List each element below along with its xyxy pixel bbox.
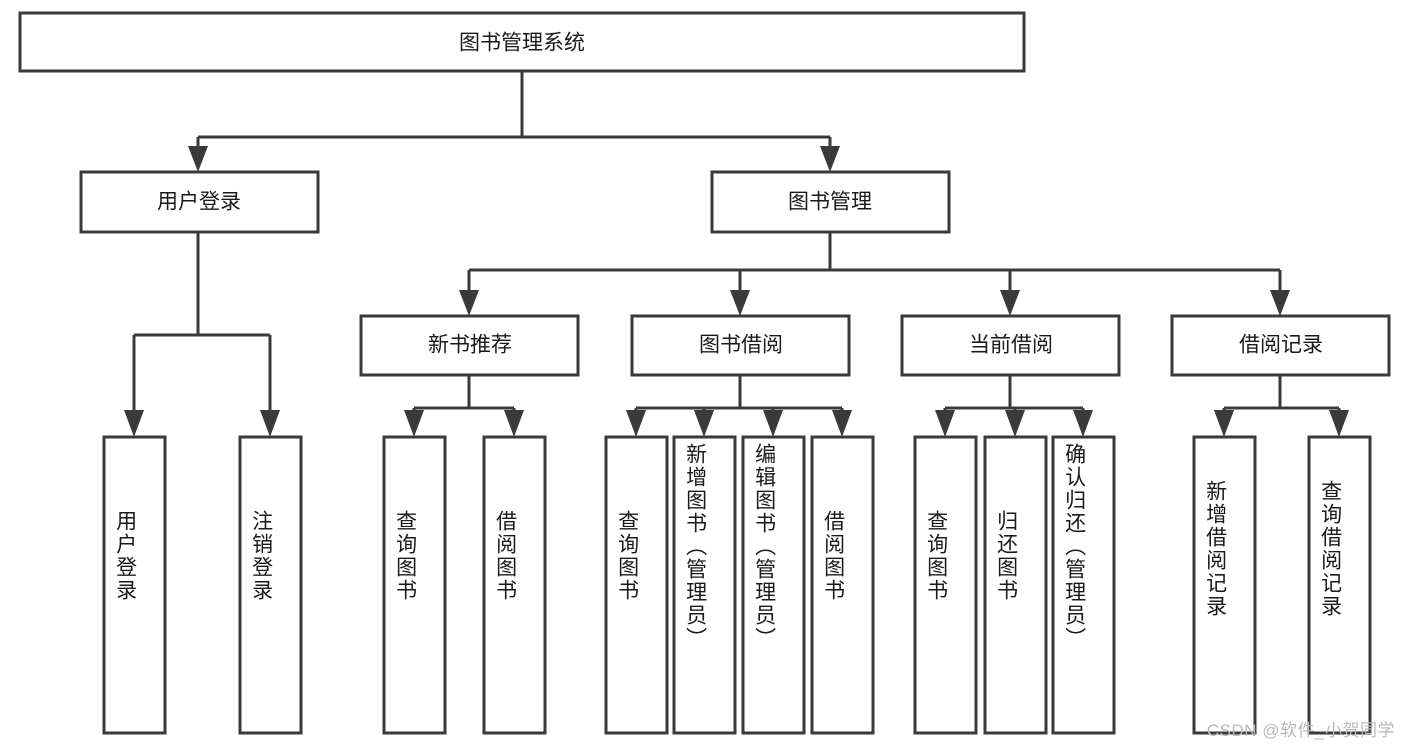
leaf-box-bb-query-book[interactable] — [604, 435, 669, 735]
arrow-bb-leaf1 — [626, 410, 646, 437]
arrow-nb-leaf2 — [504, 410, 524, 437]
node-book-manage[interactable]: 图书管理 — [710, 170, 951, 234]
node-current-borrow-label: 当前借阅 — [969, 334, 1053, 357]
leaf-box-nb-borrow-book[interactable] — [482, 435, 547, 735]
node-borrow-record-label: 借阅记录 — [1239, 334, 1323, 357]
node-root[interactable]: 图书管理系统 — [18, 11, 1026, 73]
arrow-user-login — [188, 146, 208, 172]
node-book-manage-label: 图书管理 — [788, 191, 872, 214]
node-user-login[interactable]: 用户登录 — [79, 170, 320, 234]
node-book-borrow-label: 图书借阅 — [699, 334, 783, 357]
arrow-bb-leaf3 — [763, 410, 783, 437]
leaf-box-bb-edit-book[interactable] — [741, 435, 806, 735]
arrow-cb-leaf3 — [1073, 410, 1093, 437]
leaf-box-bb-borrow-book[interactable] — [810, 435, 875, 735]
node-book-manage-box[interactable] — [710, 170, 951, 234]
node-current-borrow[interactable]: 当前借阅 — [900, 314, 1121, 377]
arrow-ul-leaf1 — [124, 410, 144, 437]
arrow-cb-leaf2 — [1005, 410, 1025, 437]
arrow-cb-leaf1 — [935, 410, 955, 437]
arrow-br-leaf1 — [1214, 410, 1234, 437]
arrow-current-borrow — [1000, 290, 1020, 316]
node-root-box[interactable] — [18, 11, 1026, 73]
node-book-borrow-box[interactable] — [630, 314, 851, 377]
node-new-book-recommend-label: 新书推荐 — [428, 334, 512, 357]
arrow-ul-leaf2 — [260, 410, 280, 437]
watermark-text: CSDN @软件_小贺同学 — [1206, 721, 1395, 740]
node-new-book-recommend-box[interactable] — [359, 314, 580, 377]
leaf-box-group — [102, 435, 1372, 735]
node-root-label: 图书管理系统 — [459, 32, 585, 55]
leaf-box-bb-add-book[interactable] — [672, 435, 737, 735]
node-user-login-box[interactable] — [79, 170, 320, 234]
leaf-box-user-login[interactable] — [102, 435, 167, 735]
arrow-bb-leaf4 — [832, 410, 852, 437]
leaf-box-cb-query-book[interactable] — [913, 435, 978, 735]
arrow-new-book — [459, 290, 479, 316]
leaf-box-cb-confirm-return[interactable] — [1051, 435, 1116, 735]
node-borrow-record-box[interactable] — [1170, 314, 1391, 377]
node-current-borrow-box[interactable] — [900, 314, 1121, 377]
node-book-borrow[interactable]: 图书借阅 — [630, 314, 851, 377]
leaf-box-cb-return-book[interactable] — [983, 435, 1048, 735]
node-new-book-recommend[interactable]: 新书推荐 — [359, 314, 580, 377]
leaf-box-br-query-record[interactable] — [1307, 435, 1372, 735]
node-user-login-label: 用户登录 — [157, 191, 241, 214]
arrow-nb-leaf1 — [404, 410, 424, 437]
arrow-book-manage — [820, 146, 840, 172]
arrow-br-leaf2 — [1329, 410, 1349, 437]
connector-group — [124, 71, 1349, 437]
leaf-box-br-add-record[interactable] — [1192, 435, 1257, 735]
arrow-borrow-record — [1270, 290, 1290, 316]
leaf-box-nb-query-book[interactable] — [382, 435, 447, 735]
arrow-bb-leaf2 — [694, 410, 714, 437]
arrow-book-borrow — [730, 290, 750, 316]
node-borrow-record[interactable]: 借阅记录 — [1170, 314, 1391, 377]
leaf-box-logout[interactable] — [238, 435, 303, 735]
